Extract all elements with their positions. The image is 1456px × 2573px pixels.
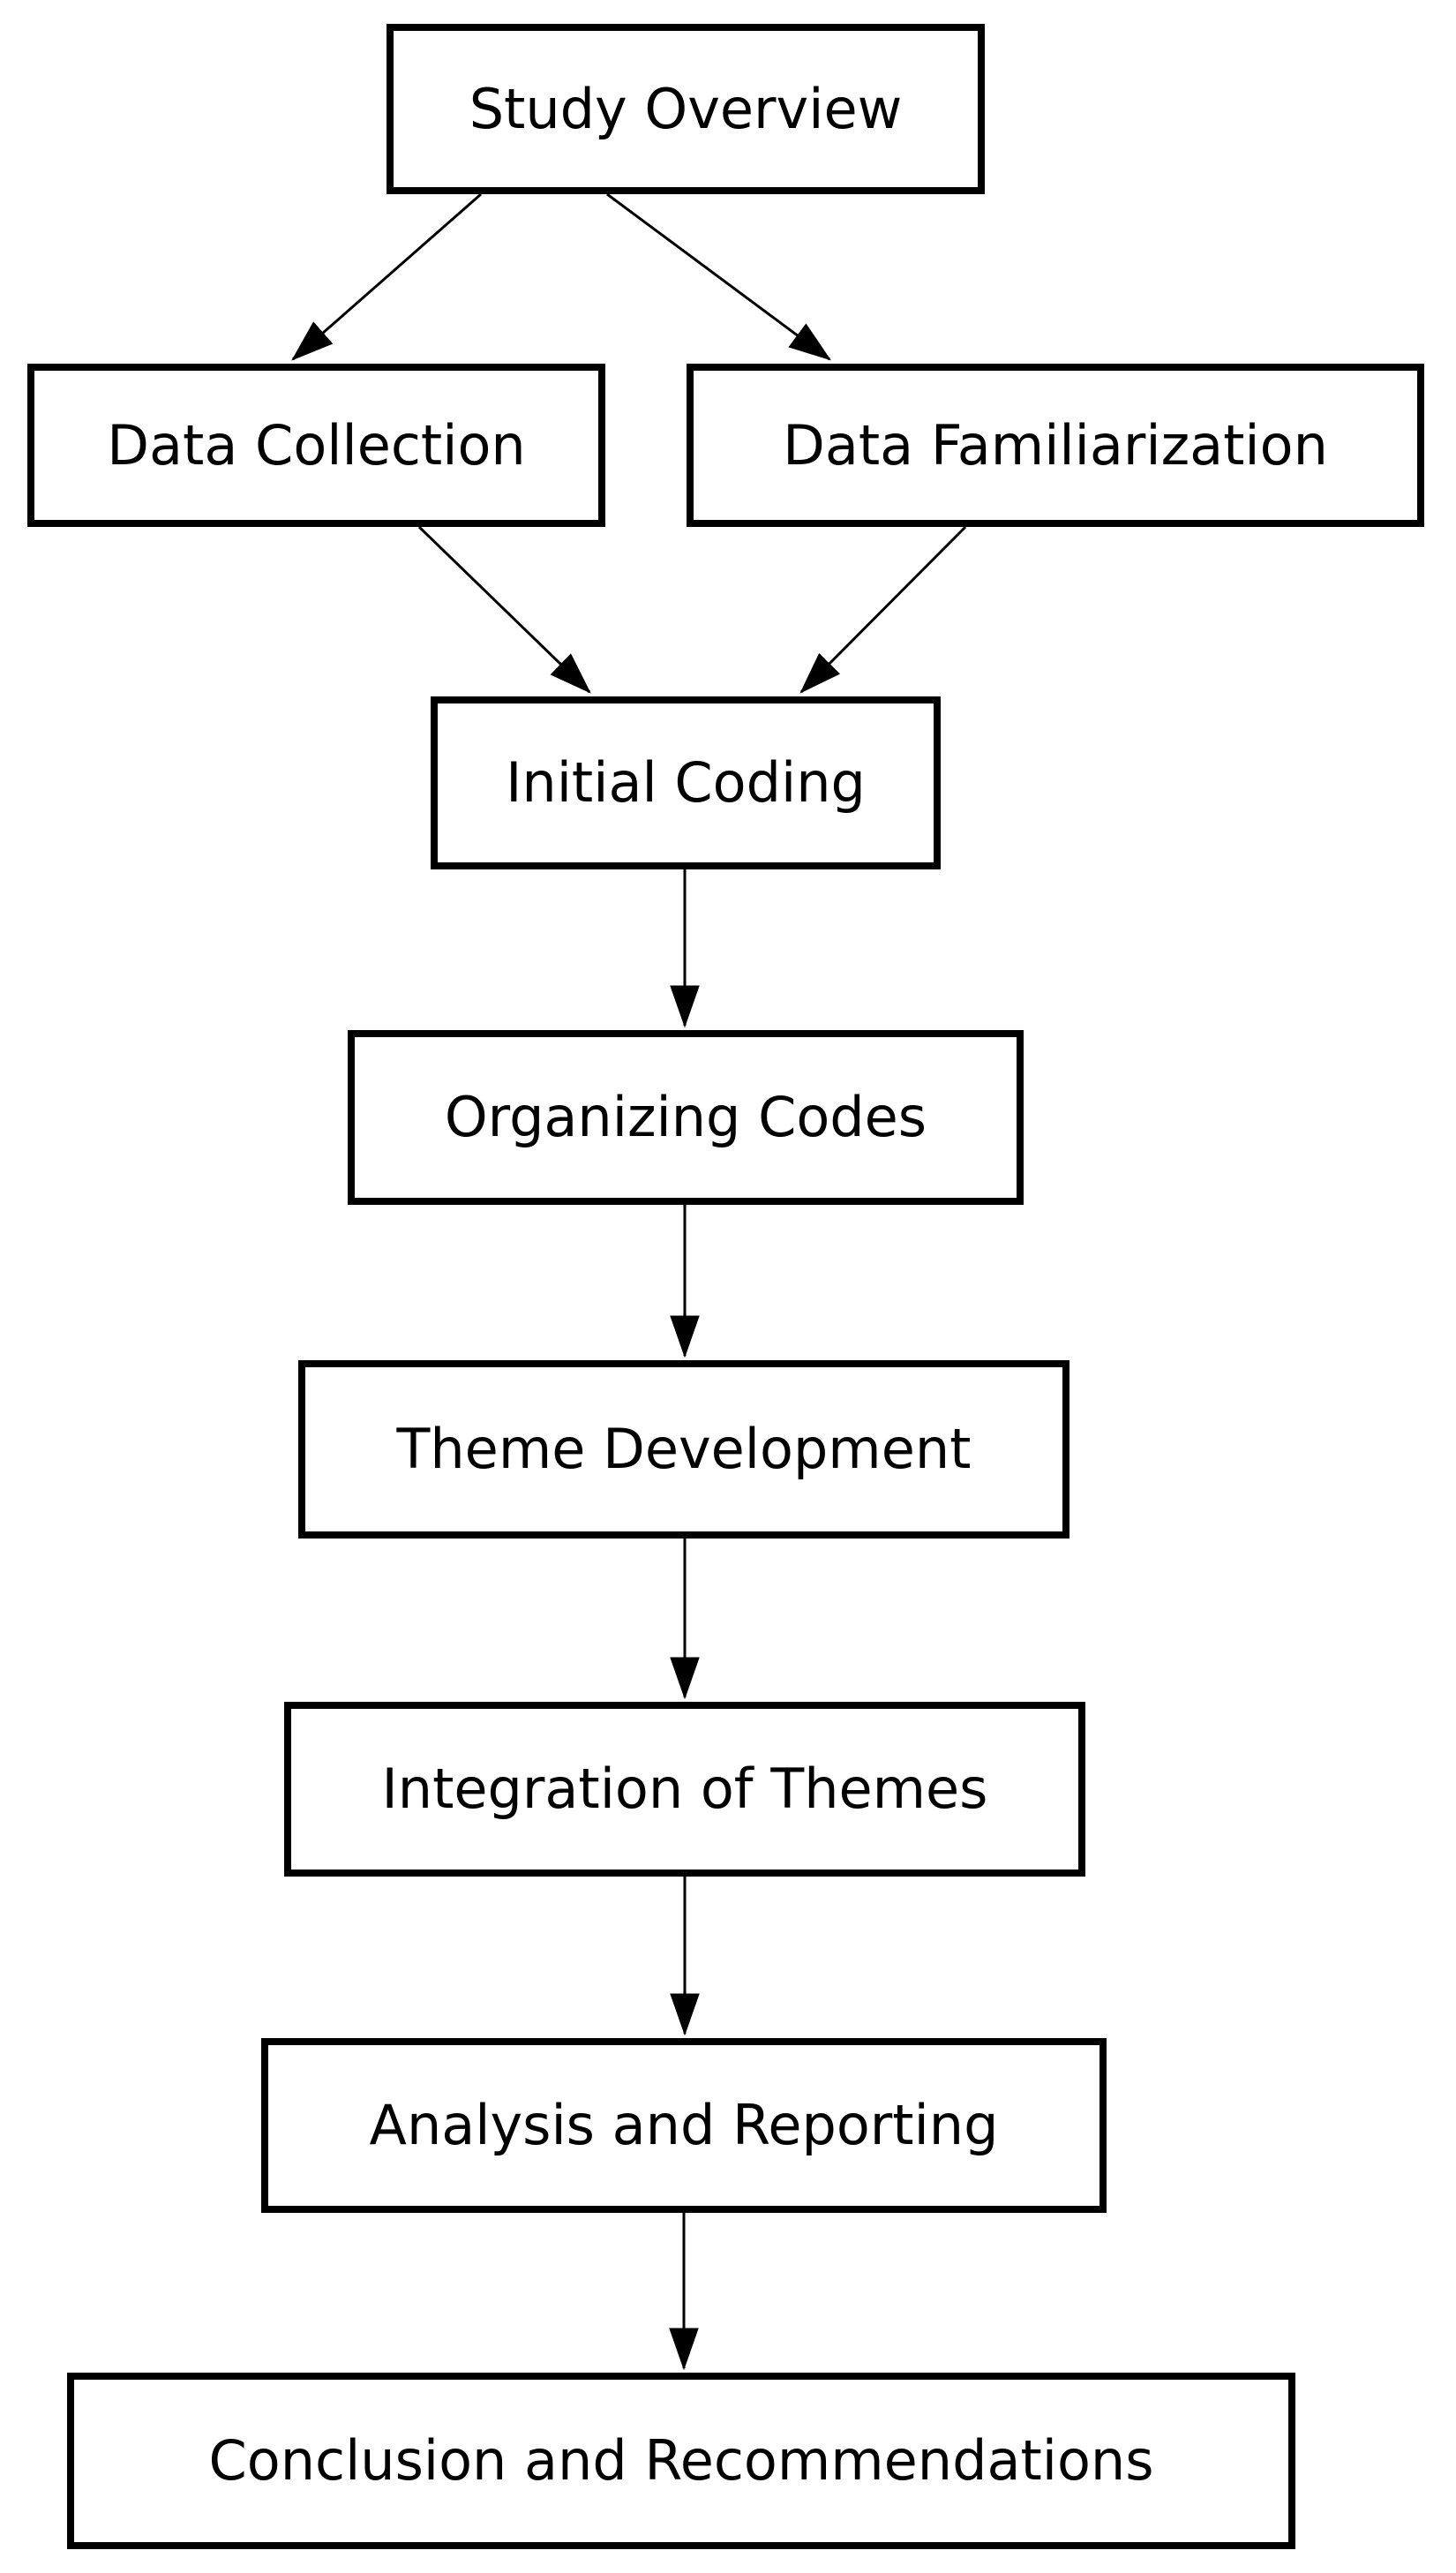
node-theme-development: Theme Development bbox=[298, 1360, 1069, 1539]
node-initial-coding: Initial Coding bbox=[431, 696, 941, 869]
node-label-initial-coding: Initial Coding bbox=[506, 750, 866, 815]
node-study-overview: Study Overview bbox=[387, 24, 985, 194]
node-data-collection: Data Collection bbox=[27, 364, 605, 527]
node-label-data-familiarization: Data Familiarization bbox=[783, 412, 1328, 478]
node-label-integration-of-themes: Integration of Themes bbox=[381, 1757, 988, 1821]
node-label-conclusion-and-recommendations: Conclusion and Recommendations bbox=[208, 2428, 1154, 2493]
edge-data-familiarization-to-initial-coding bbox=[799, 525, 967, 694]
node-label-study-overview: Study Overview bbox=[469, 76, 903, 141]
node-conclusion-and-recommendations: Conclusion and Recommendations bbox=[67, 2373, 1295, 2549]
node-integration-of-themes: Integration of Themes bbox=[284, 1702, 1085, 1877]
node-label-theme-development: Theme Development bbox=[396, 1417, 972, 1481]
node-label-organizing-codes: Organizing Codes bbox=[444, 1085, 927, 1149]
edge-study-overview-to-data-familiarization bbox=[606, 192, 831, 361]
node-analysis-and-reporting: Analysis and Reporting bbox=[261, 2038, 1107, 2213]
edge-study-overview-to-data-collection bbox=[291, 192, 482, 361]
node-label-data-collection: Data Collection bbox=[107, 412, 526, 478]
node-data-familiarization: Data Familiarization bbox=[687, 364, 1424, 527]
node-organizing-codes: Organizing Codes bbox=[348, 1030, 1024, 1205]
edge-data-collection-to-initial-coding bbox=[417, 525, 591, 694]
node-label-analysis-and-reporting: Analysis and Reporting bbox=[369, 2093, 999, 2157]
